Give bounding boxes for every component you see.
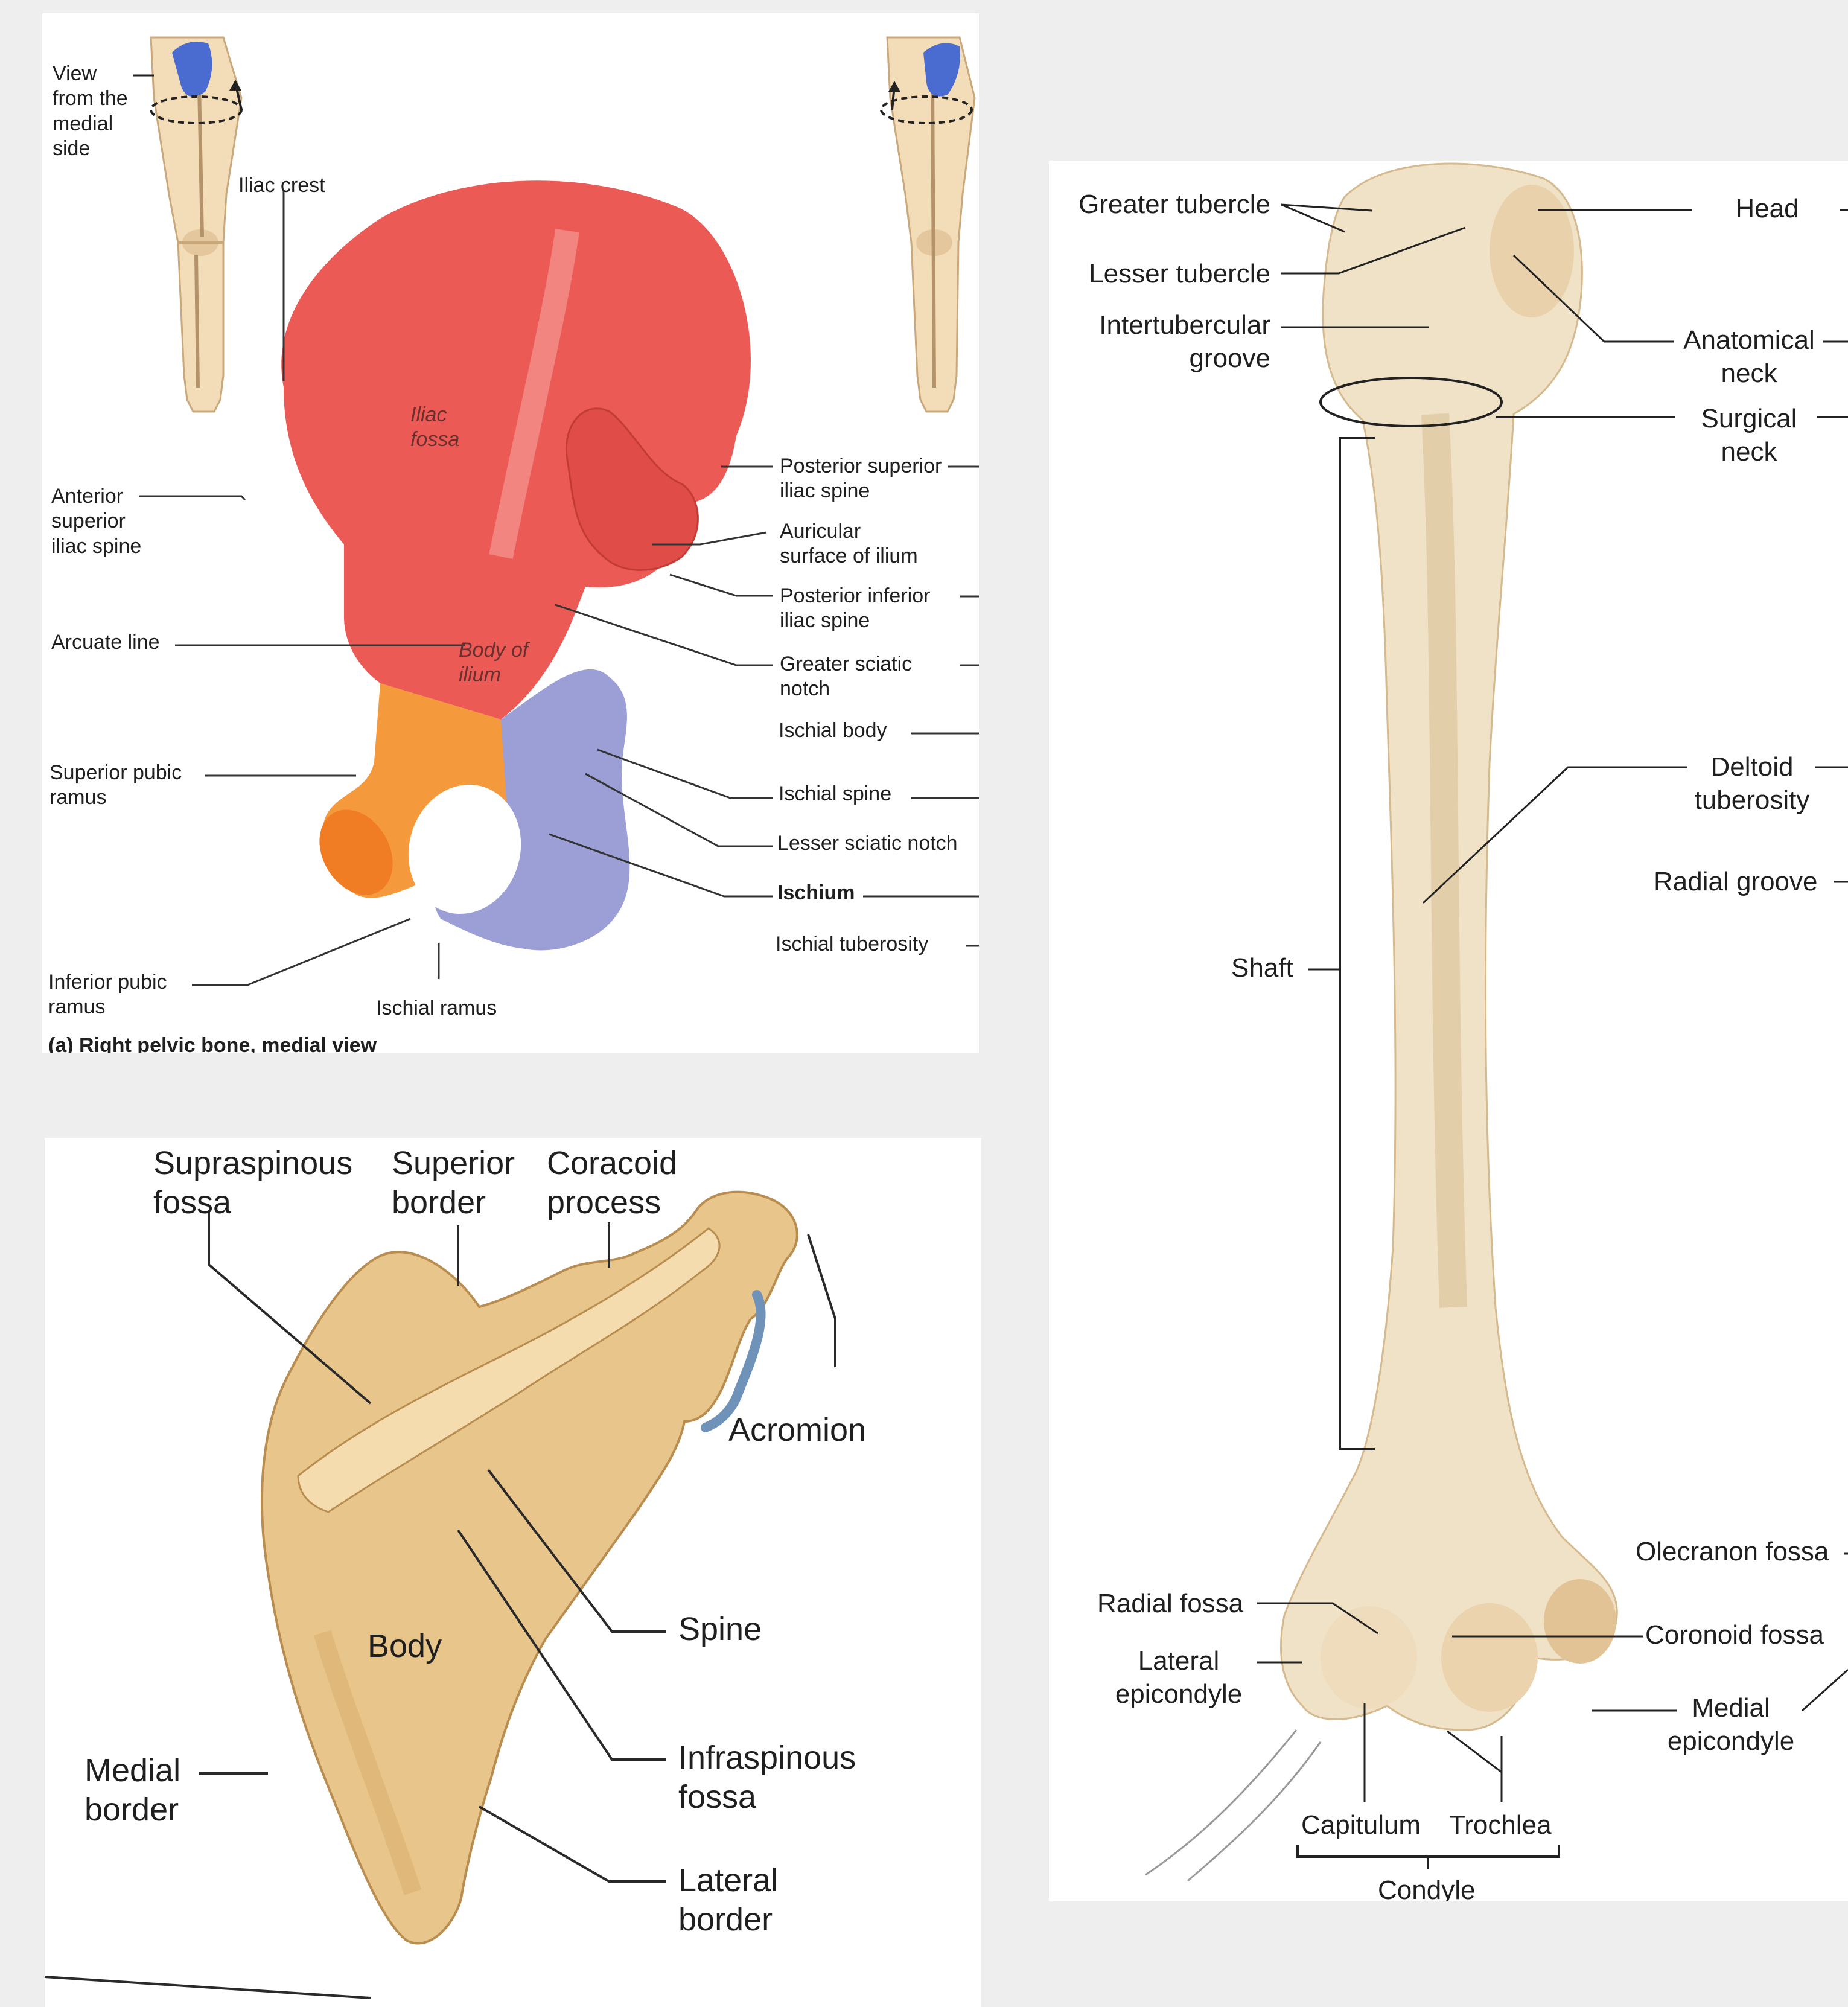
label-body: Body — [368, 1627, 442, 1666]
label-auricular-surface: Auricular surface of ilium — [780, 519, 918, 569]
pelvic-bone-panel: View from the medial side Iliac crest Il… — [42, 13, 979, 1053]
label-trochlea: Trochlea — [1449, 1808, 1552, 1842]
humerus-panel: Greater tubercle Lesser tubercle Intertu… — [1049, 161, 1848, 1901]
label-olecranon-fossa: Olecranon fossa — [1636, 1535, 1829, 1568]
label-medial-epicondyle: Medial epicondyle — [1658, 1691, 1803, 1758]
label-supraspinous-fossa: Supraspinous fossa — [153, 1144, 352, 1222]
label-shaft: Shaft — [1231, 951, 1293, 984]
label-radial-fossa: Radial fossa — [1097, 1587, 1243, 1620]
label-surgical-neck: Surgical neck — [1668, 402, 1830, 468]
label-lesser-tubercle: Lesser tubercle — [1049, 257, 1270, 290]
leg-figure-right — [881, 37, 975, 412]
label-anterior-superior-iliac-spine: Anterior superior iliac spine — [51, 484, 141, 559]
label-acromion: Acromion — [728, 1411, 866, 1450]
label-iliac-fossa: Iliac fossa — [410, 403, 459, 453]
label-coracoid-process: Coracoid process — [547, 1144, 677, 1222]
label-medial-border: Medial border — [84, 1751, 180, 1830]
label-lateral-border: Lateral border — [678, 1861, 778, 1939]
label-iliac-crest: Iliac crest — [238, 173, 325, 198]
label-head: Head — [1689, 192, 1846, 225]
label-condyle: Condyle — [1378, 1874, 1475, 1901]
label-intertubercular-groove: Intertubercular groove — [1049, 308, 1270, 375]
scapula-illustration — [45, 1138, 981, 2007]
view-arrow — [1145, 1730, 1321, 1881]
scapula-panel: Supraspinous fossa Superior border Corac… — [45, 1138, 981, 2007]
label-ischium: Ischium — [777, 881, 855, 905]
label-infraspinous-fossa: Infraspinous fossa — [678, 1738, 856, 1817]
label-lateral-epicondyle: Lateral epicondyle — [1103, 1644, 1254, 1711]
label-posterior-inferior-iliac-spine: Posterior inferior iliac spine — [780, 584, 930, 634]
label-lesser-sciatic-notch: Lesser sciatic notch — [777, 831, 958, 856]
label-capitulum: Capitulum — [1301, 1808, 1421, 1842]
label-superior-pubic-ramus: Superior pubic ramus — [49, 761, 182, 811]
scapula-body — [262, 1192, 797, 1944]
shaft-bracket — [1340, 438, 1375, 1449]
label-anatomical-neck: Anatomical neck — [1668, 324, 1830, 390]
label-posterior-superior-iliac-spine: Posterior superior iliac spine — [780, 454, 942, 504]
label-greater-tubercle: Greater tubercle — [1049, 188, 1270, 221]
condyle-bracket — [1298, 1845, 1559, 1869]
view-note: View from the medial side — [53, 62, 128, 162]
label-ischial-body: Ischial body — [779, 718, 887, 743]
label-superior-border: Superior border — [392, 1144, 515, 1222]
label-coronoid-fossa: Coronoid fossa — [1645, 1618, 1824, 1651]
label-arcuate-line: Arcuate line — [51, 630, 160, 655]
label-deltoid-tuberosity: Deltoid tuberosity — [1677, 750, 1827, 817]
label-inferior-pubic-ramus: Inferior pubic ramus — [48, 970, 167, 1020]
leg-figure-left — [133, 37, 241, 412]
label-spine: Spine — [678, 1610, 762, 1649]
label-body-of-ilium: Body of ilium — [459, 638, 528, 688]
label-greater-sciatic-notch: Greater sciatic notch — [780, 652, 912, 702]
label-ischial-tuberosity: Ischial tuberosity — [776, 932, 928, 957]
label-radial-groove: Radial groove — [1654, 865, 1818, 898]
label-ischial-spine: Ischial spine — [779, 782, 891, 806]
label-ischial-ramus: Ischial ramus — [376, 996, 497, 1021]
figure-caption: (a) Right pelvic bone, medial view — [48, 1033, 377, 1053]
